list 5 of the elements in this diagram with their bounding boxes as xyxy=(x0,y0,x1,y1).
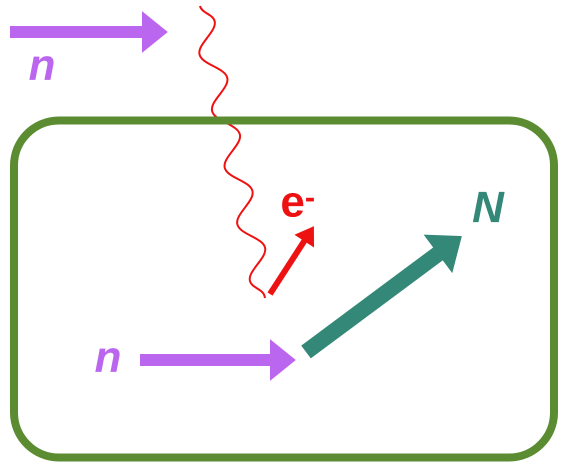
particle-label: e$^{-}$ xyxy=(282,192,314,218)
particle-label: N xyxy=(472,192,505,222)
rounded-box xyxy=(10,116,558,462)
particle-label: n xyxy=(95,348,120,372)
particle-label: n xyxy=(29,56,54,80)
